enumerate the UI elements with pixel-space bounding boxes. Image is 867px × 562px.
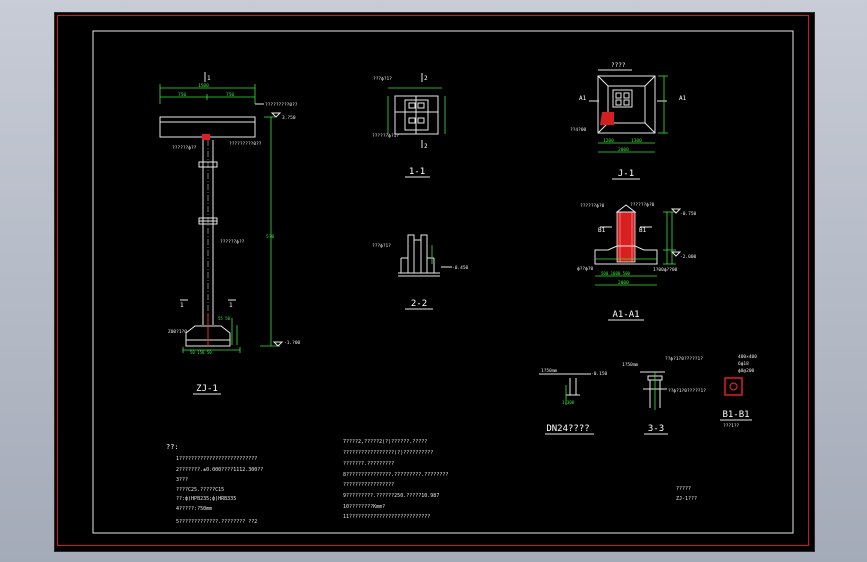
j1-red-hatch (600, 112, 614, 125)
a1-note-right: 1?00ф??00 (653, 267, 678, 273)
a1-cut-right: B1 (639, 227, 647, 234)
s33-note-left: 1?50mm (622, 362, 639, 368)
view-1-1: 2 ???ф?1? ??????ф?1? 2 1-1 (372, 73, 446, 178)
svg-text:1.300: 1.300 (562, 400, 575, 405)
general-notes-right: 7????2,?????2(?)??????.????? ???????????… (343, 439, 448, 520)
j1-dim-bottom: 2000 (618, 147, 629, 153)
a1-red-pedestal (616, 211, 636, 263)
s22-note: ???ф?1? (372, 243, 391, 249)
notes-left-line-4: ????C25.?????C15 (176, 487, 224, 493)
view-2-2: ???ф?1? -0.450 2-2 (372, 234, 469, 310)
general-notes-left: ??: 1?????????????????????????? 2???????… (166, 443, 263, 525)
notes-left-line-2: 2???????.±0.000????1112.300?? (176, 467, 263, 473)
svg-text:55 50: 55 50 (218, 316, 231, 321)
dn-label: DN24???? (546, 424, 589, 434)
j1-outer-plan (597, 75, 656, 134)
notes-right-line-6: 9?????????.??????250.?????10.987 (343, 493, 439, 499)
j1-dim-b: 1300 (631, 138, 642, 144)
zj1-note-left: ??????ф?? (172, 145, 197, 151)
zj1-level-top: 3.?50 (282, 115, 296, 121)
zj1-cut-low-right: 1 (229, 302, 233, 309)
a1-note-top: ??????ф?0 (580, 203, 605, 209)
notes-right-line-4: 8???????????????.?????????.???????? (343, 472, 448, 478)
a1-note-left: ф??ф?0 (577, 266, 594, 272)
zj1-cut-mark: 1 (207, 75, 211, 82)
notes-heading: ??: (166, 443, 179, 451)
view-zj1: 1 1500 750 750 ?????????0?? ?????????0??… (159, 72, 301, 395)
view-3-3: 1?50mm ??ф?1?0?????1? ??ф?1?0?????1? 3-3 (622, 356, 706, 435)
s33-note-top: ??ф?1?0?????1? (665, 356, 703, 362)
notes-right-line-7: 10????????Кmm? (343, 504, 385, 510)
b1-section-square (724, 377, 743, 396)
notes-right-line-5: ????????????????? (343, 482, 394, 488)
title-block: ????? ZJ-1??? (676, 486, 697, 502)
notes-right-line-8: 11??????????????????????????? (343, 514, 430, 520)
zj1-dim-top: 1500 (198, 83, 209, 89)
notes-left-line-6: 4?????:?50mm (176, 506, 212, 512)
notes-left-line-3: 3??? (176, 477, 188, 483)
notes-left-line-1: 1?????????????????????????? (176, 456, 257, 462)
view-j1: ???? A1 A1 ??4?00 1200 1300 2000 J-1 (570, 62, 687, 180)
zj1-red-anchor (202, 134, 210, 140)
notes-left-line-5: ??:ф)HPB235;ф)HRB335 (176, 496, 236, 502)
zj1-dim-height: 5?0 (266, 234, 274, 240)
a1-label: A1-A1 (612, 310, 639, 320)
b1-note-2: 6ф18 (738, 361, 749, 367)
a1-level-top: -0.750 (680, 211, 697, 217)
s22-level: -0.450 (452, 265, 469, 271)
b1-note-bottom: ???1?? (723, 423, 740, 429)
zj1-note-top2: ?????????0?? (229, 141, 262, 147)
view-b1b1: 400×400 6ф18 ф8@200 B1-B1 ???1?? (720, 354, 757, 429)
s11-cut-mark-bottom: 2 (424, 143, 428, 150)
s11-note-low: ??????ф?1? (372, 133, 399, 139)
zj1-label: ZJ-1 (196, 384, 218, 394)
dn-note: 1?50mm (541, 368, 558, 374)
title-line-1: ????? (676, 486, 691, 492)
s22-label: 2-2 (411, 299, 427, 309)
j1-label: J-1 (618, 169, 634, 179)
a1-note-top2: ??????ф?0 (630, 202, 655, 208)
view-a1a1: ??????ф?0 ??????ф?0 B1 B1 -0.750 -2.000 … (577, 202, 697, 321)
b1-label: B1-B1 (722, 410, 749, 420)
j1-note: ??4?00 (570, 127, 587, 133)
j1-cut-right: A1 (679, 95, 687, 102)
svg-text:500 1000 500: 500 1000 500 (601, 271, 630, 276)
zj1-note-top: ?????????0?? (265, 102, 298, 108)
notes-left-line-7: 5?????????????.???????? ??2 (176, 519, 257, 525)
drawing-background (54, 12, 815, 552)
a1-dim-bottom: 2000 (618, 280, 629, 286)
b1-note-3: ф8@200 (738, 368, 755, 374)
a1-level-bottom: -2.000 (680, 254, 697, 260)
zj1-footing (185, 325, 231, 347)
zj1-note-base: Z00?1?0 (168, 329, 187, 335)
s11-note: ???ф?1? (373, 76, 392, 82)
zj1-level-bottom: -1.?00 (284, 340, 301, 346)
j1-title: ???? (611, 62, 626, 69)
j1-cut-left: A1 (579, 95, 587, 102)
notes-right-line-2: ?????????????????(?)?????????? (343, 450, 433, 456)
s33-label: 3-3 (648, 424, 664, 434)
svg-text:50 150 50: 50 150 50 (190, 350, 212, 355)
s11-label: 1-1 (409, 167, 425, 177)
title-line-2: ZJ-1??? (676, 496, 697, 502)
j1-dim-a: 1200 (603, 138, 614, 144)
notes-right-line-3: ???????.????????? (343, 461, 394, 467)
notes-right-line-1: 7????2,?????2(?)??????.????? (343, 439, 427, 445)
zj1-note-mid: ??????ф?? (220, 239, 245, 245)
s33-note-right: ??ф?1?0?????1? (668, 388, 706, 394)
a1-cut-left: B1 (598, 227, 606, 234)
a1-footing (594, 245, 658, 265)
drawing-frame (92, 30, 794, 534)
b1-note-1: 400×400 (738, 354, 757, 360)
zj1-dim-left: 750 (178, 92, 186, 98)
s11-cut-mark-top: 2 (424, 75, 428, 82)
view-dn24: 1?50mm -0.150 1.300 DN24???? (539, 368, 608, 435)
outer-red-border (57, 15, 809, 546)
dn-level: -0.150 (591, 371, 608, 377)
zj1-cut-low-left: 1 (180, 302, 184, 309)
zj1-dim-right: 750 (226, 92, 234, 98)
